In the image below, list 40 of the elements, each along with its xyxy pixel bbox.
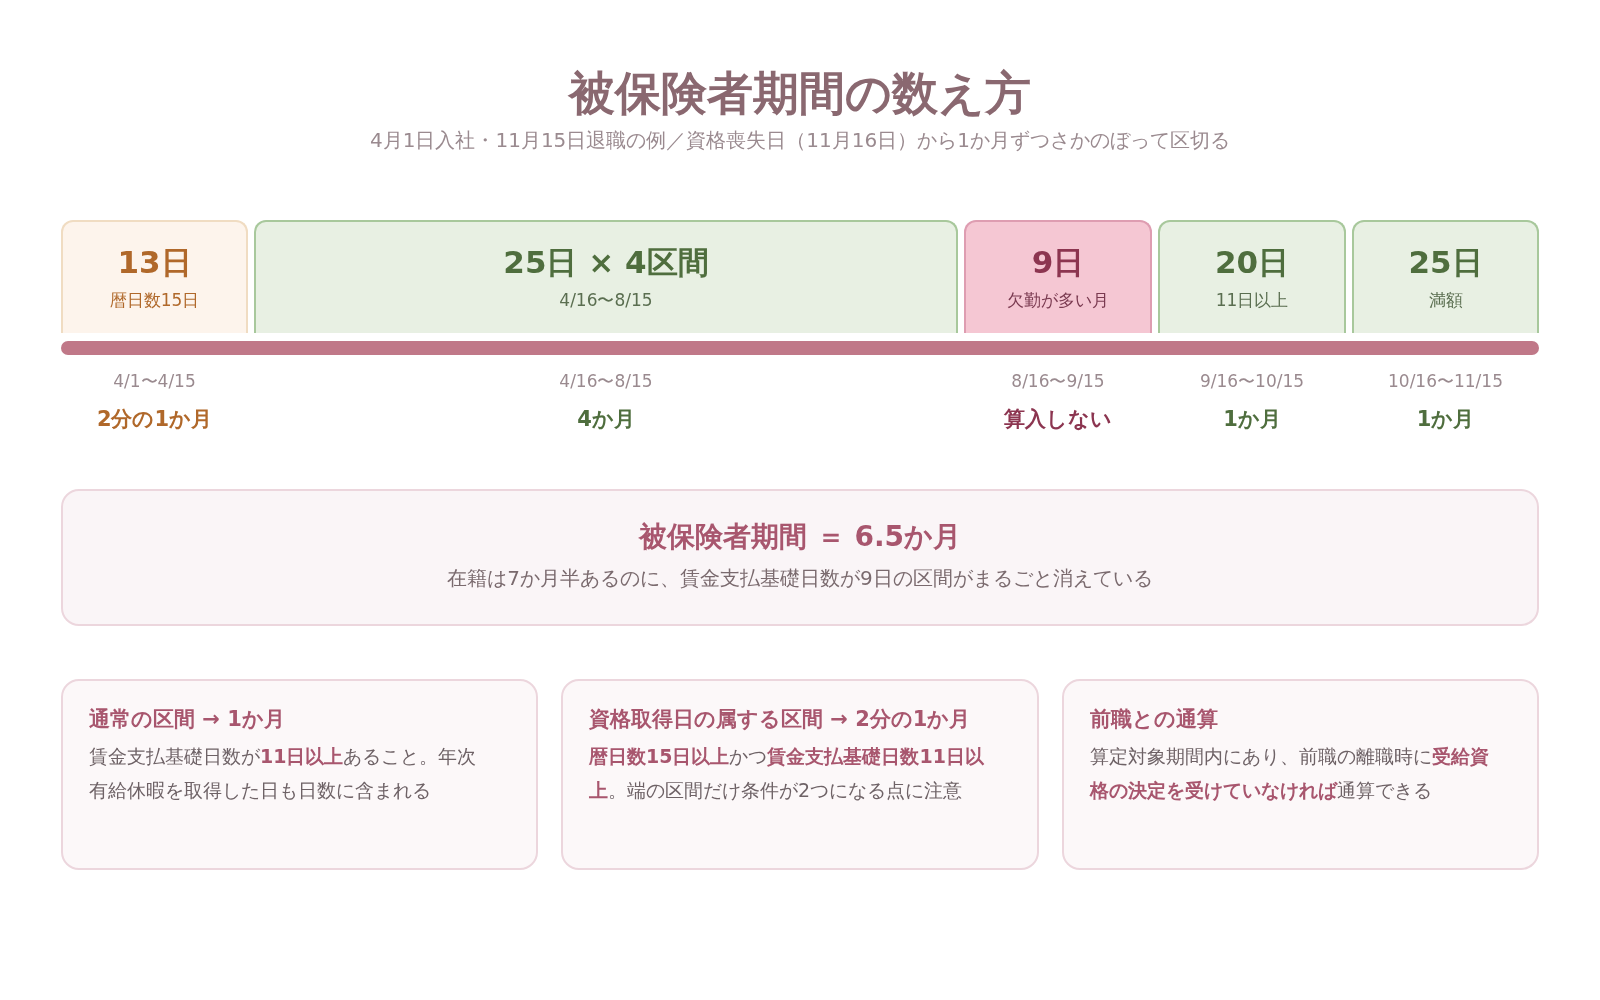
summary-panel	[61, 489, 1539, 626]
segment-box	[1352, 220, 1539, 333]
date-range: 9/16〜10/15	[1199, 370, 1305, 393]
date-range: 8/16〜9/15	[1011, 370, 1105, 393]
day-count: 13日	[117, 243, 192, 282]
title: 被保険者期間の数え方	[569, 65, 1031, 122]
segment-box	[964, 220, 1152, 333]
segment-note: 満額	[1428, 289, 1463, 312]
segment-note: 11日以上	[1215, 289, 1289, 312]
segment-box	[254, 220, 958, 333]
date-range: 10/16〜11/15	[1388, 370, 1503, 393]
day-count: 20日	[1214, 243, 1290, 282]
day-count: 25日 × 4区間	[503, 243, 709, 282]
segment-note: 4/16〜8/15	[559, 289, 653, 312]
day-count: 25日	[1408, 243, 1483, 282]
day-count: 9日	[1031, 243, 1085, 282]
month-count: 4か月	[577, 406, 635, 433]
note-card	[61, 679, 538, 870]
month-count: 1か月	[1416, 406, 1475, 433]
segment-box	[61, 220, 248, 333]
month-count: 2分の1か月	[96, 406, 213, 433]
card-heading: 通常の区間 → 1か月	[89, 706, 285, 733]
card-text: 暦日数15日以上かつ賃金支払基礎日数11日以上。端の区間だけ条件が2つになる点に注意	[589, 744, 985, 803]
month-count: 1か月	[1223, 406, 1281, 433]
card-text: 賃金支払基礎日数が11日以上あること。年次有給休暇を取得した日も日数に含まれる	[89, 744, 478, 803]
card-text: 算定対象期間内にあり、前職の離職時に受給資格の決定を受けていなければ通算できる	[1090, 744, 1490, 803]
summary-text: 在籍は7か月半あるのに、賃金支払基礎日数が9日の区間がまるごと消えている	[447, 565, 1153, 592]
note-card	[561, 679, 1039, 870]
month-count: 算入しない	[1004, 406, 1112, 433]
summary-heading: 被保険者期間 ＝ 6.5か月	[638, 519, 962, 555]
segment-note: 暦日数15日	[109, 289, 200, 312]
subtitle: 4月1日入社・11月15日退職の例／資格喪失日（11月16日）から1か月ずつさかのぼって区切る	[370, 127, 1230, 154]
card-heading: 資格取得日の属する区間 → 2分の1か月	[589, 706, 971, 733]
segment-note: 欠勤が多い月	[1007, 289, 1109, 312]
timeline-bar	[61, 341, 1539, 355]
date-range: 4/16〜8/15	[559, 370, 653, 393]
note-card	[1062, 679, 1539, 870]
segment-box	[1158, 220, 1346, 333]
card-heading: 前職との通算	[1090, 706, 1218, 733]
date-range: 4/1〜4/15	[113, 370, 196, 393]
